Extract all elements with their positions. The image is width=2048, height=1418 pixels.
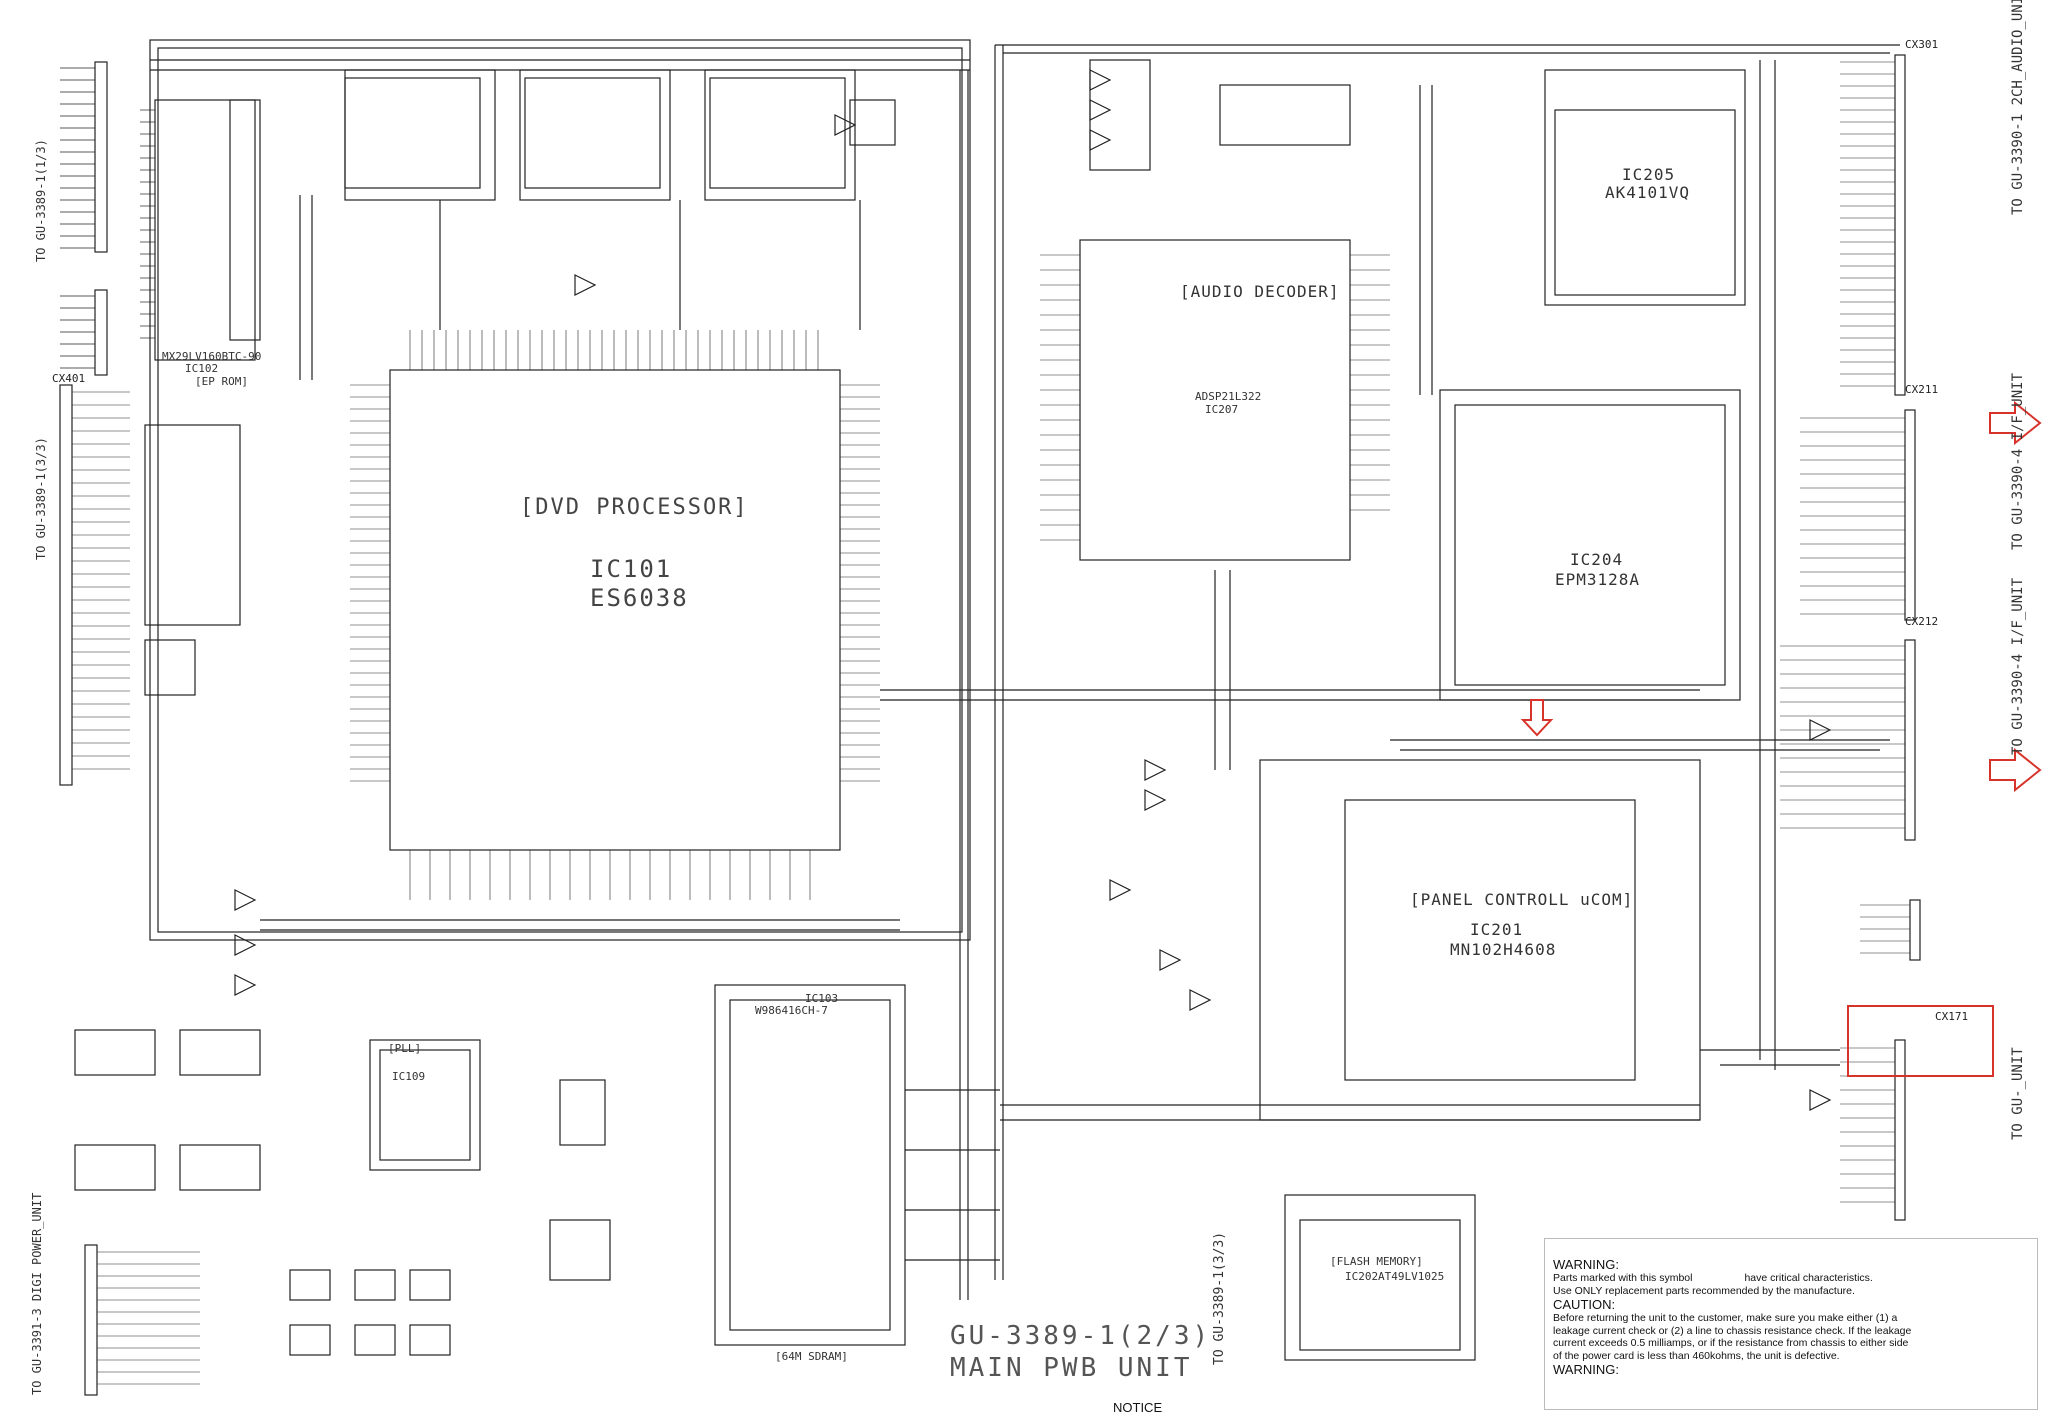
notice-label: NOTICE [1113,1400,1163,1415]
connector-right-mid-label: TO GU-3390-4 I/F_UNIT [2010,372,2026,550]
caution-text-4: of the power card is less than 460kohms,… [1553,1349,1840,1362]
audio-decoder-label: [AUDIO DECODER] [1180,282,1340,301]
connector-bottom-mid-label: TO GU-3389-1(3/3) [1212,1231,1227,1365]
ic202-label: IC202 [1345,1270,1379,1283]
warning-text-1b: have critical characteristics. [1744,1272,1873,1284]
ic102-part-label: MX29LV160BTC-90 [162,350,262,363]
ic207-label: IC207 [1205,403,1239,416]
warning-text-1a: Parts marked with this symbol [1553,1272,1693,1284]
ic205-part-label: AK4101VQ [1605,183,1691,202]
pll-label: [PLL] [388,1042,422,1055]
ic101-part-label: ES6038 [590,584,689,612]
ic204-part-label: EPM3128A [1555,570,1641,589]
ic103-part-label: W986416CH-7 [755,1004,828,1017]
warning-text-2: Use ONLY replacement parts recommended b… [1553,1284,1855,1297]
cx212-label: CX212 [1905,615,1939,628]
caution-heading: CAUTION: [1553,1297,1616,1312]
cx171-label: CX171 [1935,1010,1969,1023]
connector-right-mid2-label: TO GU-3390-4 I/F_UNIT [2010,577,2026,755]
caution-text-3: current exceeds 0.5 milliamps, or if the… [1553,1337,1909,1349]
connector-right-top-label: TO GU-3390-1 2CH_AUDIO_UNIT [2010,0,2026,215]
warning-heading-1: WARNING: [1553,1257,1619,1272]
ic103-label: IC103 [805,992,839,1005]
cx301-label: CX301 [1905,38,1939,51]
connector-right-bottom-label: TO GU-_UNIT [2010,1047,2026,1140]
cx401-label: CX401 [52,372,86,385]
ic202-part-label: AT49LV1025 [1378,1270,1445,1283]
adsp-label: ADSP21L322 [1195,390,1262,403]
ic201-label: IC201 [1470,920,1524,939]
title-block: GU-3389-1(2/3) MAIN PWB UNIT [950,1320,1211,1384]
warning-heading-3: WARNING: [1553,1362,1619,1377]
warning-box: WARNING: Parts marked with this symbol ha… [1544,1238,2038,1410]
ic201-part-label: MN102H4608 [1450,940,1557,959]
ic101-label: IC101 [590,555,673,583]
panel-controll-label: [PANEL CONTROLL uCOM] [1410,890,1634,909]
ep-rom-label: [EP ROM] [195,375,248,388]
connector-mid-left-label: TO GU-3389-1(3/3) [34,437,48,560]
ic109-label: IC109 [392,1070,426,1083]
connector-top-left-label: TO GU-3389-1(1/3) [34,139,48,262]
ic102-label: IC102 [185,362,219,375]
flash-memory-label: [FLASH MEMORY] [1330,1255,1423,1268]
ic205-label: IC205 [1622,165,1676,184]
warning-text-1: Parts marked with this symbol have critic… [1553,1272,2031,1285]
title-line-2: MAIN PWB UNIT [950,1353,1193,1383]
ic204-label: IC204 [1570,550,1624,569]
cx211-label: CX211 [1905,383,1939,396]
title-line-1: GU-3389-1(2/3) [950,1321,1212,1351]
dvd-processor-label: [DVD PROCESSOR] [520,495,749,520]
caution-text-1: Before returning the unit to the custome… [1553,1312,1898,1324]
connector-power-unit-label: TO GU-3391-3 DIGI POWER_UNIT [30,1192,44,1395]
sdram-label: [64M SDRAM] [775,1350,848,1363]
caution-text-2: leakage current check or (2) a line to c… [1553,1324,1912,1337]
